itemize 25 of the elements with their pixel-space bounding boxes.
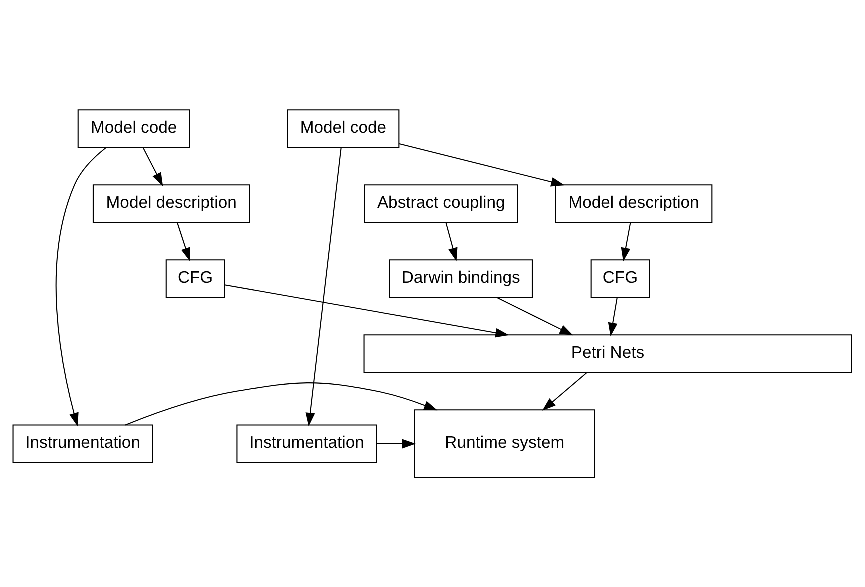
arrow [399, 143, 565, 186]
node-box: Darwin bindings [389, 259, 533, 298]
arrow [376, 438, 416, 448]
arrow [621, 222, 632, 262]
arrow [142, 147, 164, 186]
node-box: Model description [92, 184, 250, 223]
node-box: CFG [166, 259, 226, 298]
node-box: Model code [287, 109, 400, 148]
arrow [177, 222, 190, 262]
node-box: Petri Nets [364, 334, 852, 373]
arrow [125, 382, 438, 426]
node-box: Runtime system [414, 409, 596, 478]
arrow [306, 147, 342, 426]
arrow [56, 146, 107, 426]
arrow [542, 372, 588, 410]
arrow [496, 296, 574, 336]
arrow [446, 222, 458, 262]
node-box: Instrumentation [12, 424, 154, 463]
node-box: CFG [590, 259, 650, 298]
node-box: Abstract coupling [364, 184, 518, 223]
node-box: Instrumentation [236, 424, 378, 463]
arrow [224, 284, 510, 338]
node-box: Model code [78, 109, 190, 148]
node-box: Model description [555, 184, 713, 223]
arrow [608, 297, 618, 336]
